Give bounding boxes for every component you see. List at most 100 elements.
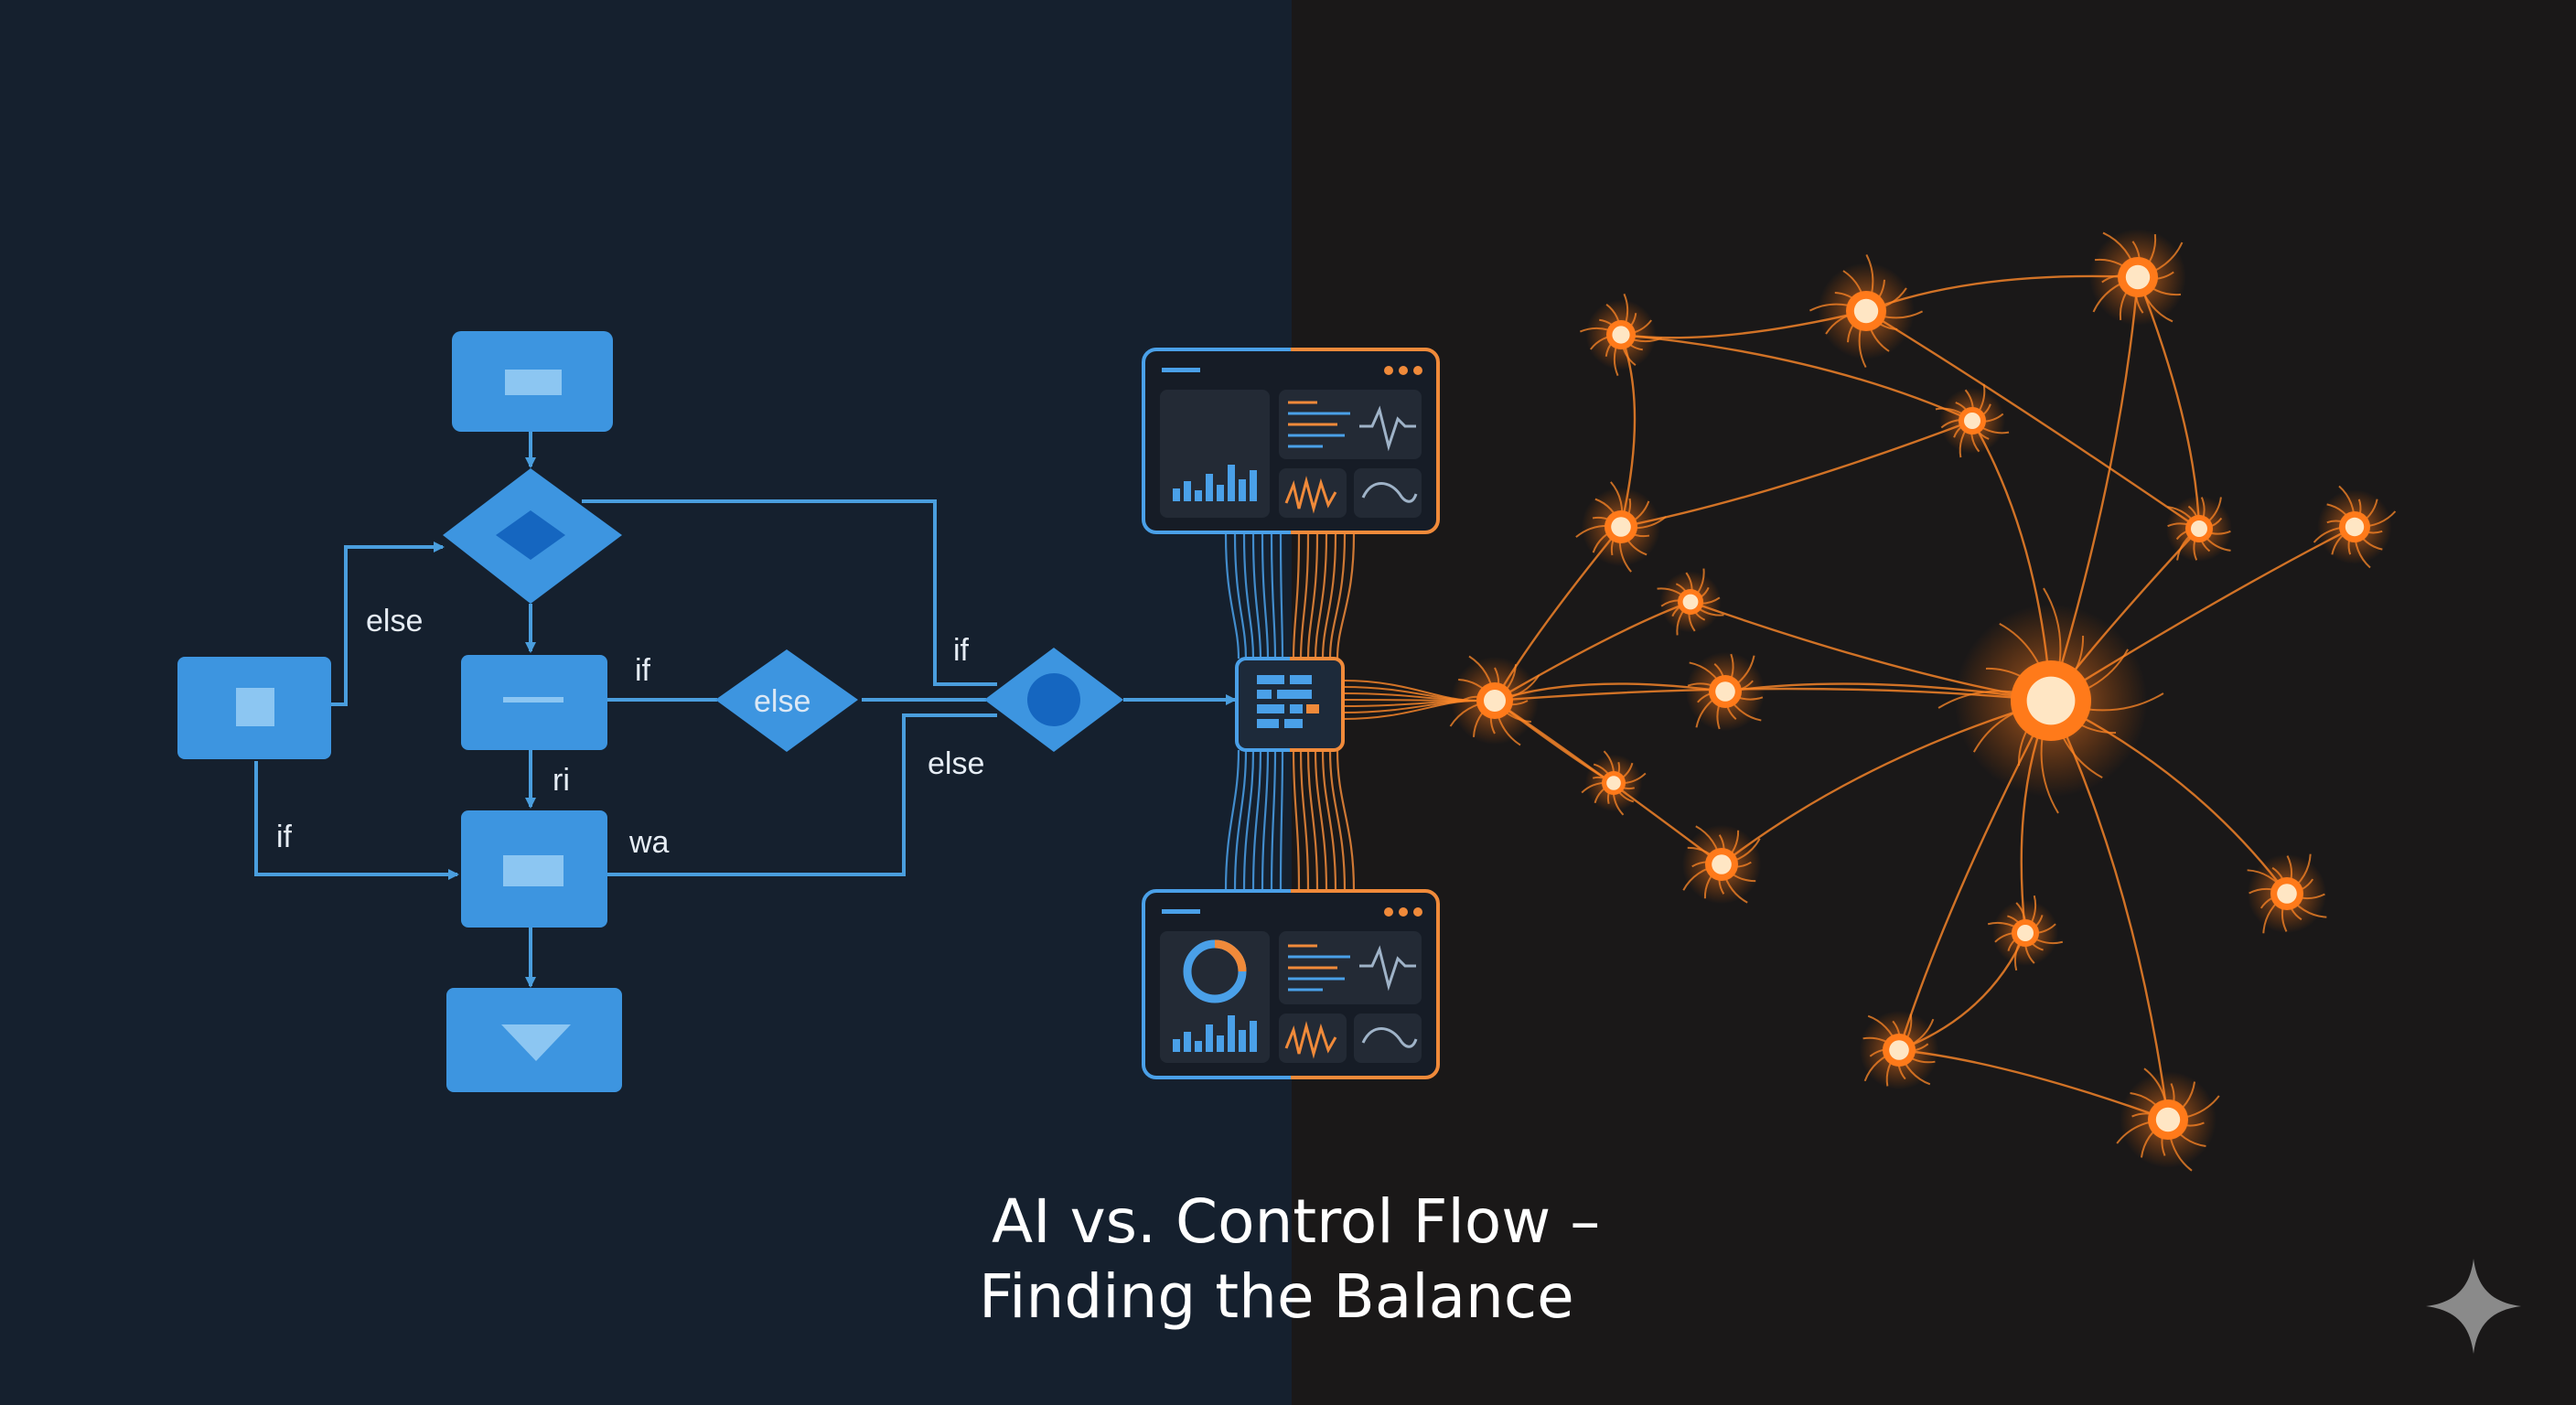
connector-if-bottom: [254, 761, 459, 880]
label-wa: wa: [628, 825, 670, 860]
bar: [1228, 465, 1235, 501]
neural-network: [1342, 229, 2397, 1172]
bar: [1173, 1039, 1180, 1052]
bar: [1173, 488, 1180, 501]
else-diamond: [715, 649, 858, 752]
wire: [1251, 749, 1262, 892]
wire: [1321, 749, 1337, 892]
wire: [1270, 749, 1277, 892]
axon: [1620, 419, 1973, 529]
bar-icon-bottom: [1173, 1015, 1257, 1052]
wire: [1328, 749, 1347, 892]
wire: [1328, 533, 1347, 660]
neuron-core: [1712, 854, 1732, 874]
decision-diamond-core: [496, 510, 565, 560]
bar-icon-top: [1173, 465, 1257, 501]
wave-icon-bottom: [1284, 1021, 1337, 1059]
hub-wires: [1224, 533, 1356, 892]
wire: [1251, 533, 1262, 660]
dashboard-panel-top: [1142, 348, 1440, 534]
bar: [1239, 479, 1246, 501]
wire: [1292, 749, 1301, 892]
neuron-core: [2017, 925, 2034, 941]
label-else-left: else: [366, 604, 423, 638]
wire: [1292, 533, 1301, 660]
neuron-core: [1612, 326, 1630, 344]
bar: [1239, 1030, 1246, 1052]
neuron-core: [2345, 517, 2365, 537]
title-line-1: AI vs. Control Flow –: [992, 1186, 1600, 1257]
wire: [1336, 533, 1356, 660]
bar: [1206, 474, 1213, 501]
wire: [1261, 749, 1270, 892]
label-if-bottom: if: [276, 820, 293, 854]
label-if-right: if: [953, 633, 970, 668]
wire: [1279, 533, 1284, 660]
neuron-core: [2277, 884, 2297, 904]
pulse-icon-top: [1359, 405, 1416, 452]
label-if-mid: if: [635, 653, 651, 688]
bar: [1228, 1015, 1235, 1052]
neuron-core: [1682, 594, 1699, 610]
wire: [1242, 749, 1255, 892]
neuron-core: [1484, 690, 1506, 712]
neuron-core: [1611, 517, 1631, 537]
wire: [1314, 749, 1328, 892]
label-else-diamond: else: [754, 684, 810, 719]
bar: [1250, 1021, 1257, 1052]
connector-else-loop: [331, 542, 445, 706]
end-box-icon: [501, 1024, 571, 1061]
flowchart: [254, 430, 1237, 988]
wire: [1224, 533, 1240, 660]
wire: [1261, 533, 1270, 660]
wire: [1306, 749, 1319, 892]
neuron-core: [1715, 681, 1735, 702]
bar: [1250, 470, 1257, 501]
wave-icon-top: [1284, 476, 1337, 514]
neuron-core: [2155, 1107, 2181, 1132]
sparkle-icon: [2426, 1259, 2521, 1354]
hub-node: [1235, 657, 1345, 752]
connector-else-bottom: [607, 713, 997, 876]
neuron-core: [1606, 776, 1621, 790]
wire: [1314, 533, 1328, 660]
connector-if-top: [582, 499, 997, 686]
bar: [1184, 1032, 1191, 1052]
label-ri: ri: [553, 763, 570, 798]
bar: [1217, 1035, 1224, 1052]
bar: [1184, 481, 1191, 501]
wire: [1242, 533, 1255, 660]
dashboard-panel-bottom: [1142, 889, 1440, 1079]
step-box-icon: [503, 855, 564, 886]
neuron-core: [2026, 676, 2076, 725]
pulse-icon-bottom: [1359, 945, 1416, 992]
wire: [1233, 749, 1248, 892]
neuron-core: [1964, 413, 1980, 429]
wire: [1233, 533, 1248, 660]
label-else-right: else: [928, 746, 984, 781]
bar: [1217, 485, 1224, 501]
curve-icon-bottom: [1361, 1027, 1418, 1048]
start-box-icon: [505, 370, 562, 395]
curve-icon-top: [1361, 482, 1418, 503]
side-box-icon: [236, 688, 274, 726]
wire: [1336, 749, 1356, 892]
wire: [1306, 533, 1319, 660]
wire: [1270, 533, 1277, 660]
neuron-core: [1853, 298, 1879, 324]
wire: [1279, 749, 1284, 892]
title-line-2: Finding the Balance: [979, 1261, 1574, 1332]
bar: [1195, 490, 1202, 501]
neuron-core: [2125, 264, 2151, 290]
merge-diamond-core: [1027, 673, 1080, 726]
process-box-icon: [503, 697, 564, 702]
axon: [1620, 333, 1973, 423]
wire: [1299, 749, 1310, 892]
neuron-core: [1889, 1040, 1909, 1060]
bar: [1195, 1041, 1202, 1052]
neuron-core: [2191, 520, 2207, 537]
bar: [1206, 1024, 1213, 1052]
wire: [1321, 533, 1337, 660]
